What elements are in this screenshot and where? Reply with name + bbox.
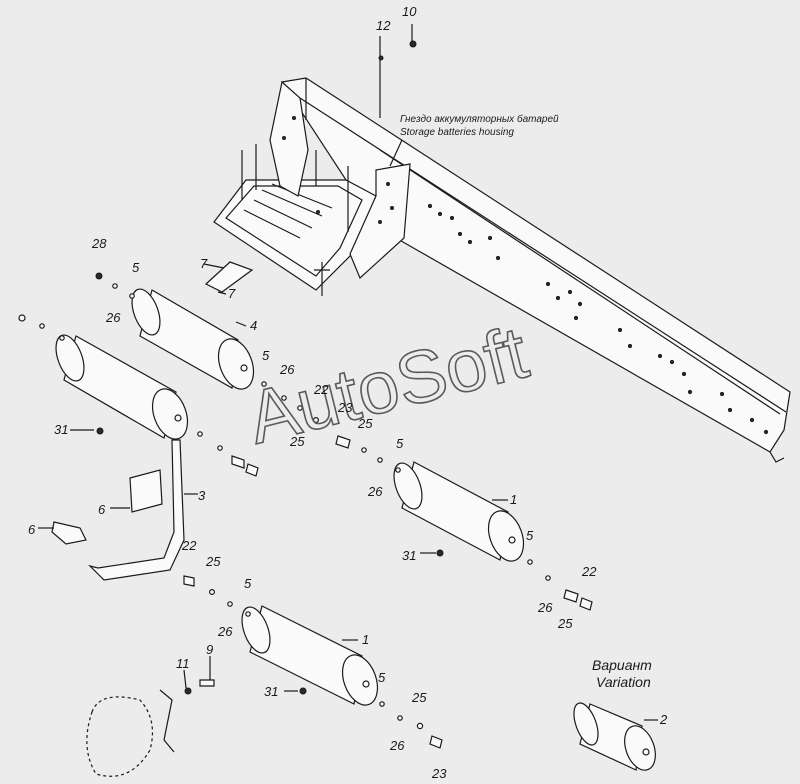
housing-caption-en: Storage batteries housing [400,127,514,138]
callout-28: 28 [91,236,107,251]
callout-9: 9 [206,642,213,657]
callout-7: 7 [228,286,236,301]
callout-6: 6 [28,522,36,537]
callout-1: 1 [362,632,369,647]
callout-25: 25 [357,416,373,431]
callout-22: 22 [313,382,329,397]
callout-31: 31 [54,422,68,437]
callout-26: 26 [367,484,383,499]
pad-6-lower [51,521,87,545]
bracket-lower-left [86,689,175,777]
callout-numbers: 10 12 28 5 26 7 7 4 5 26 31 22 23 25 25 … [28,4,668,781]
battery-left [55,334,189,440]
callout-5: 5 [378,670,386,685]
callout-23: 23 [431,766,447,781]
callout-11: 11 [176,656,190,671]
callout-31: 31 [264,684,278,699]
pad-7 [204,261,254,293]
callout-6: 6 [98,502,106,517]
variation-caption-en: Variation [596,674,651,690]
callout-26: 26 [217,624,233,639]
callout-5: 5 [526,528,534,543]
callout-5: 5 [396,436,404,451]
battery-housing [213,80,411,296]
battery-1-lower [241,605,379,706]
battery-2-variation [573,702,656,771]
battery-1-upper [393,461,525,562]
callout-23: 23 [337,400,353,415]
callout-1: 1 [510,492,517,507]
callout-10: 10 [402,4,417,19]
callout-25: 25 [289,434,305,449]
callout-26: 26 [537,600,553,615]
callout-22: 22 [181,538,197,553]
callout-31: 31 [402,548,416,563]
callout-22: 22 [581,564,597,579]
callout-25: 25 [411,690,427,705]
callout-3: 3 [198,488,206,503]
callout-leaders [38,263,658,721]
callout-26: 26 [105,310,121,325]
callout-26: 26 [389,738,405,753]
callout-7: 7 [200,256,208,271]
housing-caption-ru: Гнездо аккумуляторных батарей [400,113,559,125]
callout-26: 26 [279,362,295,377]
callout-2: 2 [659,712,668,727]
variation-caption-ru: Вариант [592,657,652,673]
battery-4 [131,288,255,390]
callout-5: 5 [244,576,252,591]
hardware [18,272,593,749]
callout-25: 25 [557,616,573,631]
housing-callout: Гнездо аккумуляторных батарей Storage ba… [378,24,559,167]
callout-5: 5 [262,348,270,363]
callout-25: 25 [205,554,221,569]
strap-3 [88,439,185,581]
watermark-text: AutoSoft [240,310,536,459]
pad-6-upper [129,469,163,513]
callout-5: 5 [132,260,140,275]
callout-4: 4 [250,318,257,333]
callout-12: 12 [376,18,391,33]
